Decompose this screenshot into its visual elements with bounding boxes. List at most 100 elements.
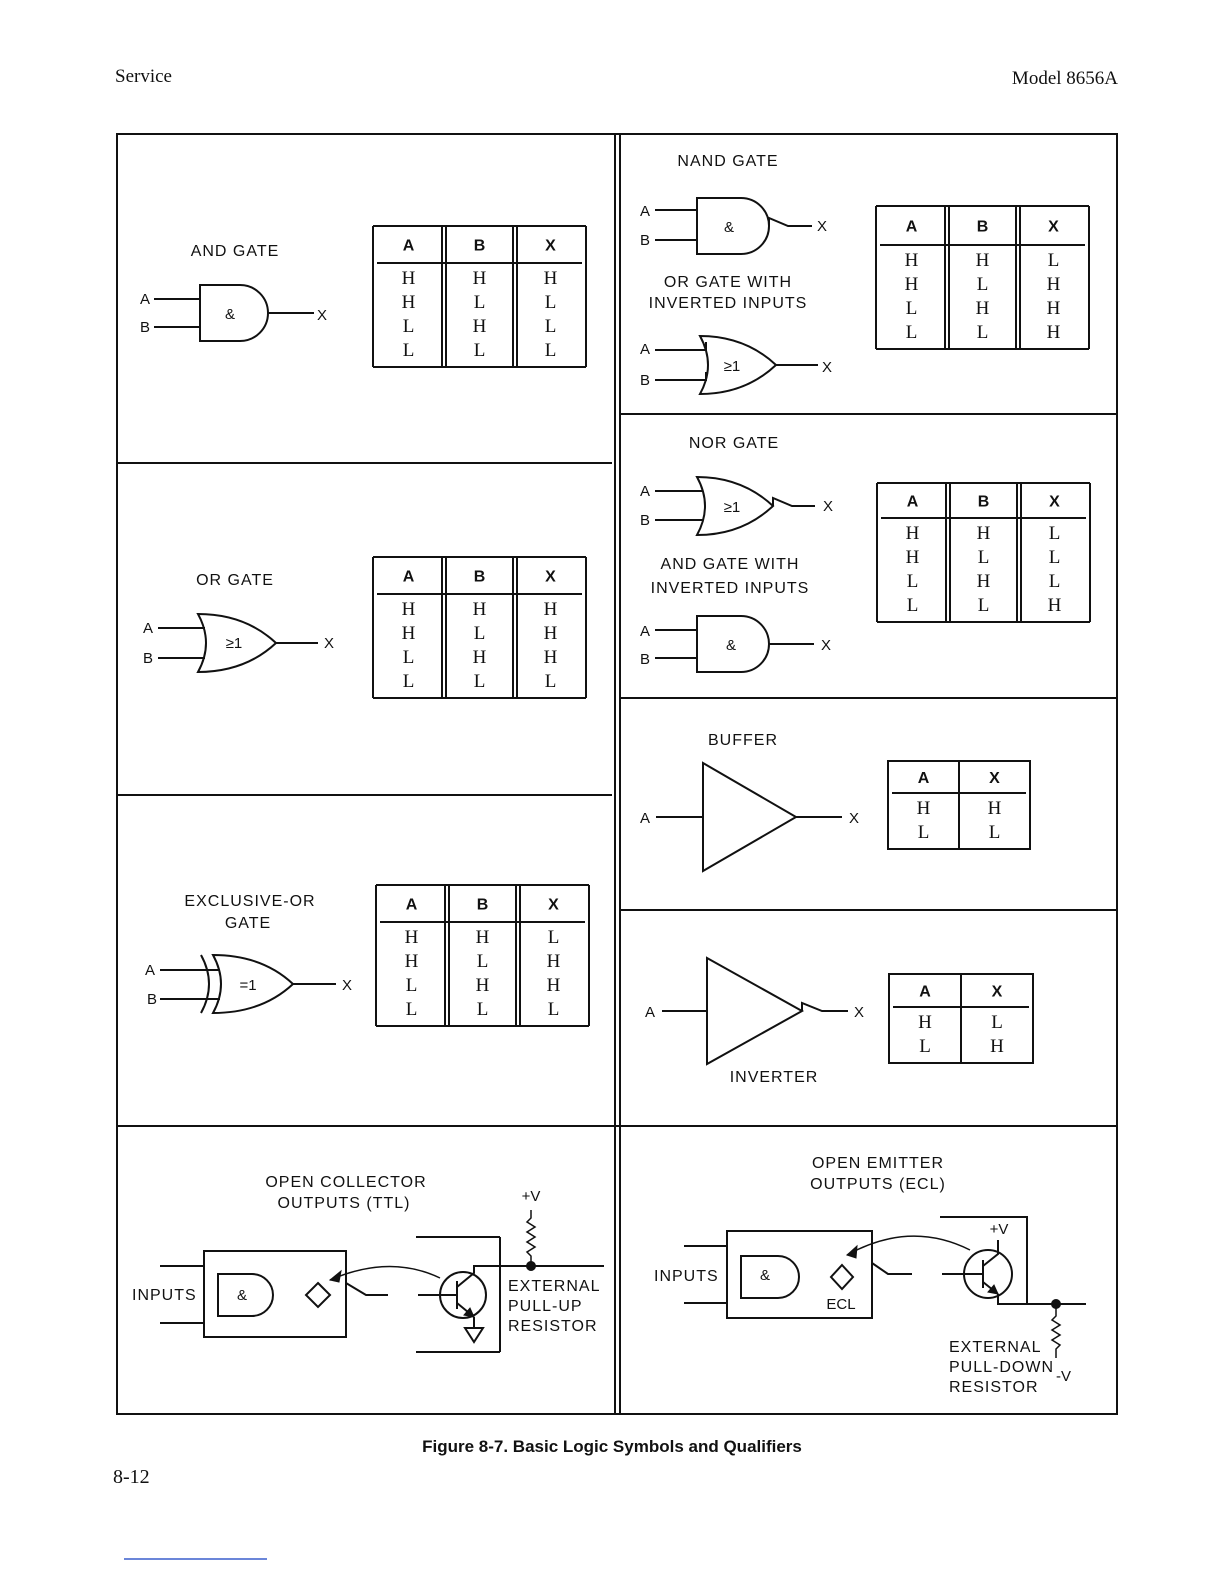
table-cell: H bbox=[976, 298, 990, 319]
or-gate-panel: OR GATE A B X ≥1 bbox=[143, 572, 334, 674]
table-cell: L bbox=[545, 340, 557, 361]
table-header-cell: A bbox=[403, 569, 415, 586]
table-cell: H bbox=[977, 523, 991, 544]
table-header-cell: X bbox=[545, 569, 556, 586]
table-header-cell: B bbox=[474, 569, 486, 586]
table-header-cell: X bbox=[1049, 494, 1060, 511]
table-cell: L bbox=[991, 1012, 1003, 1033]
buffer-label: BUFFER bbox=[708, 732, 778, 749]
open-collector-supply-label: +V bbox=[522, 1188, 541, 1205]
table-cell: L bbox=[977, 274, 989, 295]
table-header-cell: X bbox=[545, 238, 556, 255]
table-cell: L bbox=[977, 322, 989, 343]
open-emitter-panel: OPEN EMITTER OUTPUTS (ECL) INPUTS ECL +V… bbox=[654, 1155, 1086, 1396]
table-cell: L bbox=[403, 647, 415, 668]
table-cell: H bbox=[1048, 595, 1062, 616]
xor-input-a-label: A bbox=[145, 962, 155, 979]
table-cell: H bbox=[402, 268, 416, 289]
nor-output-x-label: X bbox=[823, 498, 833, 515]
table-cell: H bbox=[906, 547, 920, 568]
table-cell: H bbox=[544, 623, 558, 644]
xor-gate-symbol bbox=[160, 953, 336, 1015]
table-header-cell: B bbox=[477, 897, 489, 914]
open-collector-inputs-label: INPUTS bbox=[132, 1287, 197, 1304]
nand-output-x-label: X bbox=[817, 218, 827, 235]
open-collector-label-line1: OPEN COLLECTOR bbox=[265, 1174, 426, 1191]
table-cell: H bbox=[547, 975, 561, 996]
table-cell: H bbox=[917, 798, 931, 819]
nor-alt-qualifier: & bbox=[726, 637, 736, 654]
table-cell: L bbox=[403, 671, 415, 692]
table-header-cell: X bbox=[992, 984, 1003, 1001]
pull-down-label-line1: EXTERNAL bbox=[949, 1339, 1041, 1356]
inverter-output-x-label: X bbox=[854, 1004, 864, 1021]
nand-alt-output-x-label: X bbox=[822, 359, 832, 376]
table-cell: H bbox=[476, 927, 490, 948]
table-cell: L bbox=[403, 316, 415, 337]
table-cell: L bbox=[406, 999, 418, 1020]
nand-alt-input-a-label: A bbox=[640, 341, 650, 358]
and-gate-qualifier: & bbox=[225, 306, 235, 323]
table-cell: L bbox=[545, 292, 557, 313]
table-cell: H bbox=[905, 274, 919, 295]
nand-gate-panel: NAND GATE A B X & OR GATE WITH INVERTED … bbox=[640, 153, 832, 396]
open-emitter-label-line1: OPEN EMITTER bbox=[812, 1155, 944, 1172]
nand-alt-or-symbol bbox=[655, 334, 818, 396]
table-cell: H bbox=[402, 599, 416, 620]
or-input-a-label: A bbox=[143, 620, 153, 637]
ecl-label: ECL bbox=[826, 1296, 855, 1313]
nor-alt-and-symbol bbox=[655, 615, 814, 673]
inverter-label: INVERTER bbox=[730, 1069, 819, 1086]
table-cell: H bbox=[1047, 322, 1061, 343]
nor-alt-input-b-label: B bbox=[640, 651, 650, 668]
nor-alt-output-x-label: X bbox=[821, 637, 831, 654]
xor-gate-panel: EXCLUSIVE-OR GATE A B X =1 bbox=[145, 893, 352, 1015]
open-emitter-circuit bbox=[684, 1216, 1086, 1358]
buffer-output-x-label: X bbox=[849, 810, 859, 827]
header-section-title: Service bbox=[115, 66, 172, 87]
pull-up-label-line1: EXTERNAL bbox=[508, 1278, 600, 1295]
table-cell: H bbox=[405, 927, 419, 948]
table-header-cell: A bbox=[919, 984, 931, 1001]
and-input-a-label: A bbox=[140, 291, 150, 308]
open-emitter-negative-supply-label: -V bbox=[1056, 1368, 1071, 1385]
table-cell: H bbox=[544, 599, 558, 620]
nor-alt-label-line1: AND GATE WITH bbox=[661, 556, 800, 573]
table-header-cell: X bbox=[548, 897, 559, 914]
nand-alt-label-line2: INVERTED INPUTS bbox=[649, 295, 808, 312]
xor-input-b-label: B bbox=[147, 991, 157, 1008]
inverter-symbol bbox=[662, 956, 848, 1066]
table-cell: L bbox=[906, 298, 918, 319]
table-cell: L bbox=[978, 547, 990, 568]
table-cell: H bbox=[544, 647, 558, 668]
open-emitter-supply-label: +V bbox=[990, 1221, 1009, 1238]
or-gate-label: OR GATE bbox=[196, 572, 274, 589]
and-output-x-label: X bbox=[317, 307, 327, 324]
table-header-cell: B bbox=[474, 238, 486, 255]
nor-gate-qualifier: ≥1 bbox=[724, 499, 741, 516]
table-cell: H bbox=[906, 523, 920, 544]
nor-gate-symbol bbox=[655, 475, 815, 537]
table-cell: L bbox=[477, 999, 489, 1020]
nand-input-a-label: A bbox=[640, 203, 650, 220]
xor-gate-label-line2: GATE bbox=[225, 915, 271, 932]
table-header-cell: A bbox=[907, 494, 919, 511]
table-cell: H bbox=[473, 599, 487, 620]
table-cell: L bbox=[918, 822, 930, 843]
nor-input-b-label: B bbox=[640, 512, 650, 529]
table-cell: H bbox=[476, 975, 490, 996]
or-gate-qualifier: ≥1 bbox=[226, 635, 243, 652]
table-header-cell: A bbox=[406, 897, 418, 914]
nor-alt-label-line2: INVERTED INPUTS bbox=[651, 580, 810, 597]
or-input-b-label: B bbox=[143, 650, 153, 667]
table-cell: L bbox=[548, 999, 560, 1020]
table-cell: H bbox=[473, 316, 487, 337]
table-cell: L bbox=[1049, 571, 1061, 592]
buffer-input-a-label: A bbox=[640, 810, 650, 827]
and-gate-panel: AND GATE A B X & bbox=[140, 243, 327, 342]
nor-gate-label: NOR GATE bbox=[689, 435, 779, 452]
table-cell: L bbox=[907, 571, 919, 592]
